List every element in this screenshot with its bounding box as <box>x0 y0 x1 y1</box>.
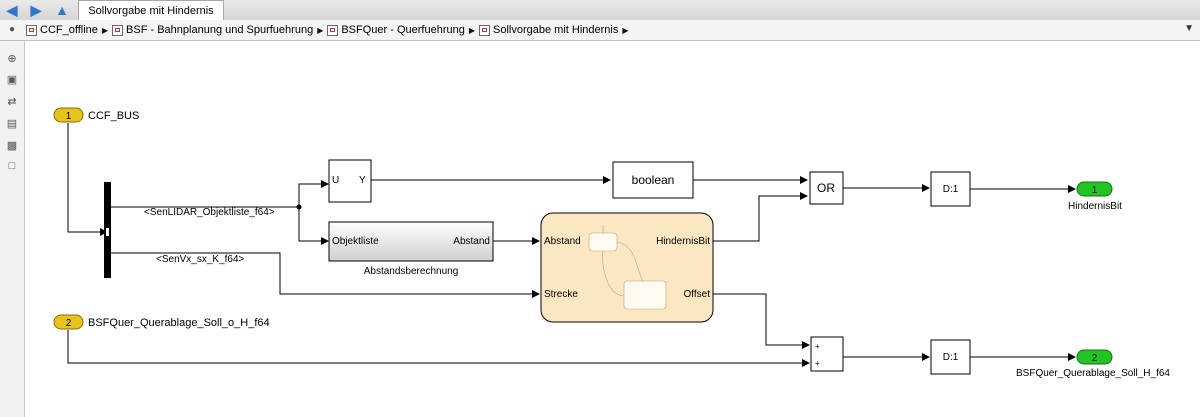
chart-state-box <box>623 280 667 310</box>
back-arrow-icon[interactable]: ◀ <box>6 1 18 18</box>
branch-point <box>296 204 302 210</box>
abstandsberechnung-block[interactable]: Objektliste Abstand <box>328 221 494 262</box>
subsystem-icon <box>112 24 124 36</box>
or-block[interactable]: OR <box>809 171 844 205</box>
breadcrumb-label: CCF_offline <box>40 24 98 36</box>
outport-1-name: HindernisBit <box>1068 201 1122 212</box>
signal-label-senvx: <SenVx_sx_K_f64> <box>156 254 245 265</box>
chevron-right-icon: ▶ <box>622 25 629 35</box>
inport-1-name: CCF_BUS <box>88 110 139 122</box>
delay-2-label: D:1 <box>943 352 959 363</box>
sum-in1: + <box>815 342 820 351</box>
toolbar: ◀ ▶ ▲ Sollvorgabe mit Hindernis <box>0 0 1200 21</box>
breadcrumb-label: BSF - Bahnplanung und Spurfuehrung <box>126 24 314 36</box>
delay-2-block[interactable]: D:1 <box>930 339 971 375</box>
inport-2-number: 2 <box>66 318 72 329</box>
tab-title: Sollvorgabe mit Hindernis <box>88 4 214 17</box>
chart-out-hindernisbit: HindernisBit <box>656 236 710 247</box>
uy-block-out: Y <box>359 175 366 186</box>
chart-transition <box>616 241 644 282</box>
delay-1-label: D:1 <box>943 184 959 195</box>
inport-1-block[interactable]: 1 <box>53 107 84 123</box>
signal-label-senlidar: <SenLIDAR_Objektliste_f64> <box>144 207 275 218</box>
inport-2-block[interactable]: 2 <box>53 314 84 330</box>
breadcrumb-label: BSFQuer - Querfuehrung <box>341 24 465 36</box>
breadcrumb-item-bsfquer[interactable]: BSFQuer - Querfuehrung <box>327 24 465 36</box>
subsystem-icon <box>327 24 339 36</box>
chart-in-abstand: Abstand <box>544 236 581 247</box>
abstand-block-in: Objektliste <box>332 236 379 247</box>
explorer-toggle-icon[interactable]: ● <box>8 24 16 35</box>
breadcrumb-item-bsf[interactable]: BSF - Bahnplanung und Spurfuehrung <box>112 24 313 36</box>
breadcrumb-item-sollvorgabe[interactable]: Sollvorgabe mit Hindernis <box>479 24 618 36</box>
arrows-icon[interactable]: ⇄ <box>7 95 17 108</box>
chart-in-strecke: Strecke <box>544 289 578 300</box>
delay-1-block[interactable]: D:1 <box>930 171 971 207</box>
boolean-label: boolean <box>632 173 675 187</box>
outport-2-number: 2 <box>1092 353 1098 364</box>
area-icon[interactable]: □ <box>8 160 16 172</box>
signal-lines <box>67 123 1076 367</box>
bus-selector-block[interactable] <box>104 182 111 278</box>
outport-2-block[interactable]: 2 <box>1076 349 1113 365</box>
breadcrumb-bar: ● CCF_offline ▶ BSF - Bahnplanung und Sp… <box>0 20 1200 41</box>
uy-block-in: U <box>332 175 339 186</box>
inport-2-name: BSFQuer_Querablage_Soll_o_H_f64 <box>88 317 270 329</box>
chevron-down-icon[interactable]: ▼ <box>1184 23 1194 34</box>
breadcrumb-item-ccf-offline[interactable]: CCF_offline <box>26 24 98 36</box>
model-icon <box>26 24 37 36</box>
fit-view-icon[interactable]: ▣ <box>6 73 18 86</box>
model-canvas[interactable]: 1 CCF_BUS 2 BSFQuer_Querablage_Soll_o_H_… <box>25 41 1200 417</box>
chart-state-box <box>588 232 618 252</box>
outport-1-block[interactable]: 1 <box>1076 181 1113 197</box>
abstand-block-name: Abstandsberechnung <box>364 266 459 277</box>
abstand-block-out: Abstand <box>453 236 490 247</box>
inport-1-number: 1 <box>66 111 72 122</box>
image-icon[interactable]: ▩ <box>6 139 18 152</box>
or-label: OR <box>817 181 835 195</box>
block-diagram: 1 CCF_BUS 2 BSFQuer_Querablage_Soll_o_H_… <box>53 107 1170 379</box>
tab-sollvorgabe[interactable]: Sollvorgabe mit Hindernis <box>78 0 224 20</box>
sum-in2: + <box>815 359 820 368</box>
breadcrumb-label: Sollvorgabe mit Hindernis <box>493 24 619 36</box>
chart-out-offset: Offset <box>684 289 711 300</box>
stateflow-chart-block[interactable]: Abstand Strecke HindernisBit Offset <box>540 212 714 323</box>
chevron-right-icon: ▶ <box>468 25 476 35</box>
annotation-icon[interactable]: ▤ <box>6 117 18 130</box>
up-arrow-icon[interactable]: ▲ <box>55 2 69 18</box>
uy-block[interactable]: U Y <box>328 159 372 203</box>
sum-block[interactable]: + + <box>810 336 844 372</box>
boolean-block[interactable]: boolean <box>612 161 694 199</box>
subsystem-icon <box>479 24 491 36</box>
breadcrumb: CCF_offline ▶ BSF - Bahnplanung und Spur… <box>26 20 629 40</box>
outport-2-name: BSFQuer_Querablage_Soll_H_f64 <box>1016 368 1170 379</box>
zoom-icon[interactable]: ⊕ <box>7 52 17 65</box>
palette-toolbar: ⊕ ▣ ⇄ ▤ ▩ □ <box>0 41 25 417</box>
chevron-right-icon: ▶ <box>101 25 109 35</box>
forward-arrow-icon[interactable]: ▶ <box>30 1 42 18</box>
chevron-right-icon: ▶ <box>317 25 324 35</box>
outport-1-number: 1 <box>1092 185 1098 196</box>
